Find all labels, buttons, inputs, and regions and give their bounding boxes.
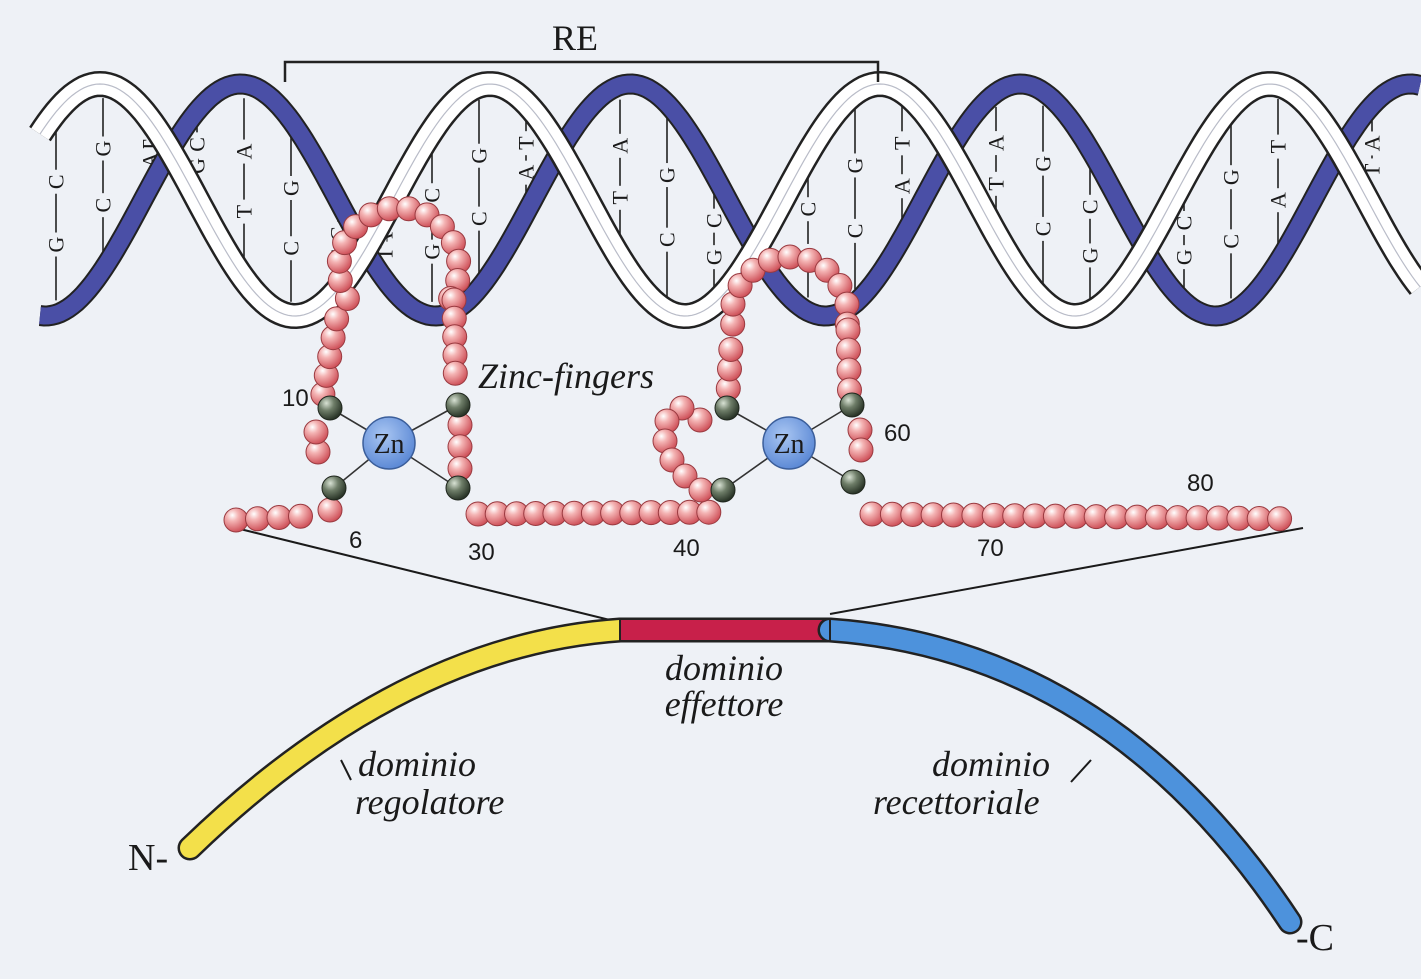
re-label: RE	[552, 18, 598, 58]
base-letter: C	[1031, 222, 1056, 237]
residue-bead	[697, 500, 721, 524]
residue-number-40: 40	[673, 535, 700, 562]
residue-number-10: 10	[282, 385, 309, 412]
connector-lines	[236, 528, 1303, 622]
response-element-bracket: RE	[285, 18, 878, 82]
cysteine-residue	[840, 393, 864, 417]
base-pair-rung: GC	[655, 118, 680, 298]
base-letter: C	[91, 198, 116, 213]
residue-bead	[1268, 507, 1292, 531]
base-letter: G	[843, 157, 868, 173]
base-letter: C	[1078, 199, 1103, 214]
base-pair-rung: CG	[44, 126, 69, 300]
residue-bead	[849, 438, 873, 462]
base-letter: G	[1219, 169, 1244, 185]
residue-bead	[304, 420, 328, 444]
cysteine-residue	[715, 396, 739, 420]
n-terminus-label: N-	[128, 837, 168, 879]
residue-number-6: 6	[349, 527, 362, 554]
base-letter: A	[1266, 192, 1291, 208]
base-letter: T	[608, 191, 633, 205]
base-letter: C	[702, 213, 727, 228]
cysteine-residue	[841, 470, 865, 494]
base-letter: G	[1078, 247, 1103, 263]
zinc-ion-2: Zn	[763, 417, 815, 469]
base-letter: A	[890, 178, 915, 194]
base-pair-rung: GC	[843, 107, 868, 289]
base-letter: C	[467, 211, 492, 226]
base-letter: A	[232, 144, 257, 160]
residue-bead	[719, 338, 743, 362]
base-letter: G	[279, 180, 304, 196]
residue-bead	[689, 478, 713, 502]
base-letter: C	[44, 174, 69, 189]
base-letter: T	[984, 177, 1009, 191]
zinc-ion-label: Zn	[773, 429, 804, 460]
base-pair-rung: GC	[1219, 120, 1244, 298]
base-letter: G	[420, 244, 445, 260]
base-letter: T	[890, 136, 915, 150]
residue-bead	[224, 508, 248, 532]
cysteine-residue	[711, 478, 735, 502]
regulatory-domain-label-line1: dominio	[358, 744, 476, 784]
base-letter: A	[1360, 135, 1385, 151]
base-letter: C	[1219, 234, 1244, 249]
base-pair-rung: GC	[1031, 106, 1056, 287]
base-pair-rung: AT	[232, 98, 257, 265]
receptor-domain-label-line2: recettoriale	[873, 782, 1040, 822]
zinc-fingers-label: Zinc-fingers	[478, 356, 654, 396]
base-pair-rung: GC	[279, 134, 304, 301]
zinc-ion-1: Zn	[363, 417, 415, 469]
effector-domain-label-line1: dominio	[665, 648, 783, 688]
residue-number-60: 60	[884, 420, 911, 447]
residue-number-30: 30	[468, 539, 495, 566]
base-letter: G	[702, 249, 727, 265]
residue-number-70: 70	[977, 535, 1004, 562]
residue-number-80: 80	[1187, 470, 1214, 497]
receptor-domain-label-line1: dominio	[932, 744, 1050, 784]
residue-bead	[448, 435, 472, 459]
receptor-domain-segment	[830, 630, 1290, 922]
base-letter: T	[232, 204, 257, 218]
effector-domain-label-line2: effettore	[665, 684, 784, 724]
residue-bead	[267, 506, 291, 530]
base-letter: A	[984, 135, 1009, 151]
base-letter: G	[91, 140, 116, 156]
cysteine-residue	[322, 476, 346, 500]
zinc-ion-label: Zn	[373, 429, 404, 460]
base-letter: T	[514, 136, 539, 150]
residue-bead	[246, 507, 270, 531]
cysteine-residue	[446, 476, 470, 500]
base-letter: T	[1266, 139, 1291, 153]
base-letter: C	[843, 224, 868, 239]
base-pair-rung: GC	[467, 100, 492, 275]
base-letter: G	[1031, 156, 1056, 172]
base-letter: C	[796, 202, 821, 217]
residue-bead	[289, 504, 313, 528]
base-letter: G	[655, 167, 680, 183]
residue-bead	[318, 498, 342, 522]
base-pair-rung: TA	[1266, 99, 1291, 248]
residue-numbers: 6 10 30 40 60 70 80	[282, 385, 1214, 566]
base-letter: G	[44, 236, 69, 252]
regulatory-domain-label-line2: regolatore	[355, 782, 504, 822]
residue-bead	[443, 361, 467, 385]
cysteine-residue	[446, 393, 470, 417]
cysteine-residue	[318, 396, 342, 420]
base-letter: G	[1172, 249, 1197, 265]
base-letter: C	[279, 241, 304, 256]
base-letter: C	[420, 188, 445, 203]
base-letter: G	[467, 148, 492, 164]
base-pair-rung: GC	[91, 98, 116, 255]
base-letter: A	[608, 138, 633, 154]
c-terminus-label: -C	[1296, 917, 1334, 959]
base-letter: C	[655, 232, 680, 247]
